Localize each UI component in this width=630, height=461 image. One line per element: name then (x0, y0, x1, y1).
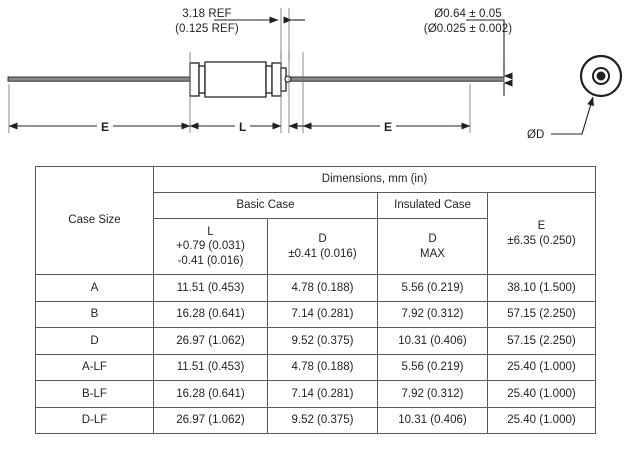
ref-length-line1: 3.18 REF (182, 8, 232, 20)
cell-e: 25.40 (1.000) (487, 380, 596, 408)
cell-e: 57.15 (2.250) (487, 300, 596, 328)
cell-d-insulated: 10.31 (0.406) (377, 327, 488, 355)
component-outline-drawing: 3.18 REF (0.125 REF) Ø0.64 ± 0.05 (Ø0.02… (0, 0, 630, 155)
cell-l: 11.51 (0.453) (153, 353, 268, 381)
header-d-insulated-symbol: D (428, 233, 437, 245)
cell-d-insulated: 7.92 (0.312) (377, 300, 488, 328)
cell-l: 26.97 (1.062) (153, 406, 268, 434)
cell-e: 38.10 (1.500) (487, 274, 596, 302)
table-row: B 16.28 (0.641) 7.14 (0.281) 7.92 (0.312… (35, 300, 596, 328)
header-e-symbol: E (537, 220, 546, 232)
lead-stub (284, 75, 292, 83)
od-leader-line (551, 96, 594, 135)
end-view-circle (579, 54, 623, 98)
cell-d-basic: 4.78 (0.188) (267, 353, 378, 381)
dimension-lead-diameter (466, 19, 513, 96)
cell-e: 25.40 (1.000) (487, 353, 596, 381)
cell-case-size: A-LF (35, 353, 154, 381)
cell-e: 57.15 (2.250) (487, 327, 596, 355)
header-l-spec: L +0.79 (0.031) -0.41 (0.016) (153, 218, 268, 275)
table-row: A-LF 11.51 (0.453) 4.78 (0.188) 5.56 (0.… (35, 353, 596, 381)
table-row: D-LF 26.97 (1.062) 9.52 (0.375) 10.31 (0… (35, 406, 596, 434)
header-d-basic-tolerance: ±0.41 (0.016) (288, 247, 357, 260)
lead-diameter-line2: (Ø0.025 ± 0.002) (423, 23, 513, 35)
cell-l: 11.51 (0.453) (153, 274, 268, 302)
dimension-label-e-right: E (380, 120, 397, 134)
table-row: B-LF 16.28 (0.641) 7.14 (0.281) 7.92 (0.… (35, 380, 596, 408)
header-l-tolerance-minus: -0.41 (0.016) (177, 254, 244, 267)
cell-d-basic: 7.14 (0.281) (267, 300, 378, 328)
table-row: A 11.51 (0.453) 4.78 (0.188) 5.56 (0.219… (35, 274, 596, 302)
header-basic-case: Basic Case (153, 192, 378, 219)
cell-case-size: D-LF (35, 406, 154, 434)
cell-l: 16.28 (0.641) (153, 300, 268, 328)
cell-d-insulated: 5.56 (0.219) (377, 274, 488, 302)
dimension-label-e-left: E (97, 120, 114, 134)
header-l-tolerance-plus: +0.79 (0.031) (176, 240, 245, 253)
lead-wire-right (288, 76, 505, 82)
cell-case-size: D (35, 327, 154, 355)
cell-d-insulated: 10.31 (0.406) (377, 406, 488, 434)
header-l-symbol: L (207, 225, 214, 238)
header-d-basic-spec: D ±0.41 (0.016) (267, 218, 378, 275)
dimensions-table: Case Size Dimensions, mm (in) Basic Case… (35, 166, 596, 434)
header-d-insulated-spec: D MAX (377, 218, 488, 275)
cell-l: 26.97 (1.062) (153, 327, 268, 355)
lead-diameter-line1: Ø0.64 ± 0.05 (434, 8, 502, 20)
drawing-canvas (7, 8, 623, 135)
ref-length-callout: 3.18 REF (0.125 REF) (148, 7, 266, 37)
od-label: ØD (527, 129, 545, 141)
header-dimensions-title: Dimensions, mm (in) (153, 166, 596, 193)
header-e-spec: E ±6.35 (0.250) (487, 192, 596, 275)
table-row: D 26.97 (1.062) 9.52 (0.375) 10.31 (0.40… (35, 327, 596, 355)
cell-case-size: B-LF (35, 380, 154, 408)
ref-length-line2: (0.125 REF) (175, 23, 239, 35)
header-d-insulated-max: MAX (420, 247, 445, 260)
cell-d-insulated: 5.56 (0.219) (377, 353, 488, 381)
cell-d-insulated: 7.92 (0.312) (377, 380, 488, 408)
header-e-tolerance: ±6.35 (0.250) (507, 234, 576, 247)
lead-wire-left (7, 76, 192, 82)
cell-l: 16.28 (0.641) (153, 380, 268, 408)
table-header-row-specs: L +0.79 (0.031) -0.41 (0.016) D ±0.41 (0… (36, 218, 596, 275)
cell-d-basic: 9.52 (0.375) (267, 406, 378, 434)
cell-e: 25.40 (1.000) (487, 406, 596, 434)
table-header-row-title: Case Size Dimensions, mm (in) (35, 166, 596, 275)
dimension-label-l: L (235, 120, 251, 134)
table-header-row-groups: Basic Case Insulated Case E ±6.35 (0.250… (36, 192, 596, 275)
lead-diameter-callout: Ø0.64 ± 0.05 (Ø0.025 ± 0.002) (398, 7, 538, 37)
cell-d-basic: 9.52 (0.375) (267, 327, 378, 355)
header-d-basic-symbol: D (318, 233, 327, 245)
cell-case-size: A (35, 274, 154, 302)
diode-body (189, 61, 287, 98)
cell-d-basic: 4.78 (0.188) (267, 274, 378, 302)
cell-case-size: B (35, 300, 154, 328)
header-insulated-case: Insulated Case (377, 192, 488, 219)
cell-d-basic: 7.14 (0.281) (267, 380, 378, 408)
dimension-ref-318 (214, 8, 305, 60)
header-case-size: Case Size (35, 166, 154, 275)
